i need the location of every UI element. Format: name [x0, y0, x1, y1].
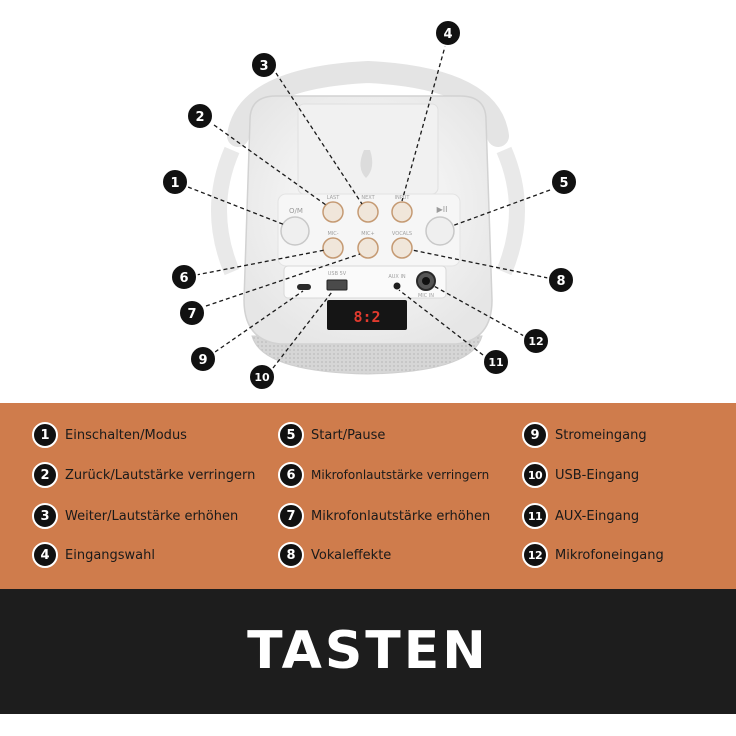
play-pause-button[interactable] — [425, 216, 455, 246]
callout-badge-2: 2 — [186, 102, 214, 130]
legend-item-6: 6 Mikrofonlautstärke verringern — [278, 460, 489, 490]
legend-number-1: 1 — [32, 422, 58, 448]
legend-number-12: 12 — [522, 542, 548, 568]
panel-label-aux: AUX IN — [388, 274, 406, 280]
legend-label-11: AUX-Eingang — [555, 508, 640, 524]
legend-number-3: 3 — [32, 503, 58, 529]
legend-label-9: Stromeingang — [555, 427, 647, 443]
legend-item-3: 3 Weiter/Lautstärke erhöhen — [32, 501, 238, 531]
power-mode-button[interactable] — [280, 216, 310, 246]
legend-item-1: 1 Einschalten/Modus — [32, 420, 187, 450]
legend-label-1: Einschalten/Modus — [65, 427, 187, 443]
product-photo: O/M ▶II LAST NEXT INPUT MIC- MIC+ VOCALS… — [161, 19, 578, 391]
legend-item-5: 5 Start/Pause — [278, 420, 385, 450]
legend-number-7: 7 — [278, 503, 304, 529]
callout-badge-4: 4 — [434, 19, 462, 47]
legend-number-8: 8 — [278, 542, 304, 568]
legend-label-12: Mikrofoneingang — [555, 547, 664, 563]
legend-item-4: 4 Eingangswahl — [32, 540, 155, 570]
right-strap — [496, 146, 525, 276]
svg-text:2: 2 — [195, 110, 204, 125]
callout-badges: 1 2 3 4 5 6 7 8 9 10 11 12 — [161, 19, 578, 391]
callout-badge-11: 11 — [482, 348, 510, 376]
mic-minus-button[interactable] — [322, 237, 344, 259]
callout-badge-10: 10 — [248, 363, 276, 391]
legend-label-2: Zurück/Lautstärke verringern — [65, 467, 256, 483]
aux-port[interactable] — [393, 282, 401, 290]
legend-label-4: Eingangswahl — [65, 547, 155, 563]
svg-text:10: 10 — [254, 371, 270, 384]
panel-label-mic-minus: MIC- — [327, 231, 338, 237]
panel-label-last: LAST — [327, 195, 340, 201]
legend-item-12: 12 Mikrofoneingang — [522, 540, 664, 570]
panel-label-input: INPUT — [395, 195, 411, 201]
legend-number-10: 10 — [522, 462, 548, 488]
brand-mark-icon — [360, 150, 373, 178]
legend-number-9: 9 — [522, 422, 548, 448]
svg-text:6: 6 — [179, 271, 188, 286]
callout-badge-9: 9 — [189, 345, 217, 373]
legend-number-11: 11 — [522, 503, 548, 529]
callout-badge-7: 7 — [178, 299, 206, 327]
svg-text:3: 3 — [259, 59, 268, 74]
left-strap — [211, 146, 240, 276]
legend-label-6: Mikrofonlautstärke verringern — [311, 468, 490, 482]
callout-badge-5: 5 — [550, 168, 578, 196]
next-button[interactable] — [357, 201, 379, 223]
power-input-port[interactable] — [297, 284, 311, 290]
mic-input-port-core — [422, 277, 430, 285]
callout-badge-8: 8 — [547, 266, 575, 294]
led-display — [327, 300, 407, 330]
last-button[interactable] — [322, 201, 344, 223]
svg-text:4: 4 — [443, 27, 452, 42]
svg-text:11: 11 — [488, 356, 503, 369]
legend-item-9: 9 Stromeingang — [522, 420, 647, 450]
panel-label-usb: USB 5V — [328, 271, 347, 277]
callout-lines — [187, 42, 551, 369]
legend-label-5: Start/Pause — [311, 427, 386, 443]
legend-number-5: 5 — [278, 422, 304, 448]
svg-text:8: 8 — [556, 274, 565, 289]
usb-port[interactable] — [326, 279, 348, 291]
svg-text:12: 12 — [528, 335, 543, 348]
panel-label-power: O/M — [289, 207, 303, 215]
speaker-grille — [251, 335, 483, 375]
input-button[interactable] — [391, 201, 413, 223]
title-band: TASTEN — [0, 589, 736, 714]
legend-label-3: Weiter/Lautstärke erhöhen — [65, 508, 239, 524]
callout-badge-6: 6 — [170, 263, 198, 291]
port-strip — [283, 265, 447, 299]
legend-item-7: 7 Mikrofonlautstärke erhöhen — [278, 501, 490, 531]
legend-number-4: 4 — [32, 542, 58, 568]
top-recess — [297, 103, 439, 195]
svg-text:5: 5 — [559, 176, 568, 191]
panel-label-vocals: VOCALS — [392, 231, 412, 237]
callout-badge-12: 12 — [522, 327, 550, 355]
panel-label-mic-plus: MIC+ — [361, 231, 374, 237]
legend-item-11: 11 AUX-Eingang — [522, 501, 639, 531]
panel-label-next: NEXT — [361, 195, 375, 201]
legend-number-6: 6 — [278, 462, 304, 488]
page-title: TASTEN — [247, 621, 489, 681]
legend-label-8: Vokaleffekte — [311, 547, 392, 563]
vocals-button[interactable] — [391, 237, 413, 259]
legend-item-10: 10 USB-Eingang — [522, 460, 639, 490]
callout-badge-3: 3 — [250, 51, 278, 79]
legend-item-8: 8 Vokaleffekte — [278, 540, 391, 570]
svg-text:1: 1 — [170, 176, 179, 191]
led-digits: 8:2 — [353, 308, 380, 326]
legend-number-2: 2 — [32, 462, 58, 488]
panel-label-play: ▶II — [437, 205, 448, 214]
panel-label-mic-in: MIC IN — [418, 293, 434, 299]
callout-badge-1: 1 — [161, 168, 189, 196]
legend-label-10: USB-Eingang — [555, 467, 640, 483]
legend-item-2: 2 Zurück/Lautstärke verringern — [32, 460, 255, 490]
mic-plus-button[interactable] — [357, 237, 379, 259]
svg-text:9: 9 — [198, 353, 207, 368]
legend-label-7: Mikrofonlautstärke erhöhen — [311, 508, 491, 524]
legend-panel: 1 Einschalten/Modus 2 Zurück/Lautstärke … — [0, 403, 736, 589]
svg-text:7: 7 — [187, 307, 196, 322]
